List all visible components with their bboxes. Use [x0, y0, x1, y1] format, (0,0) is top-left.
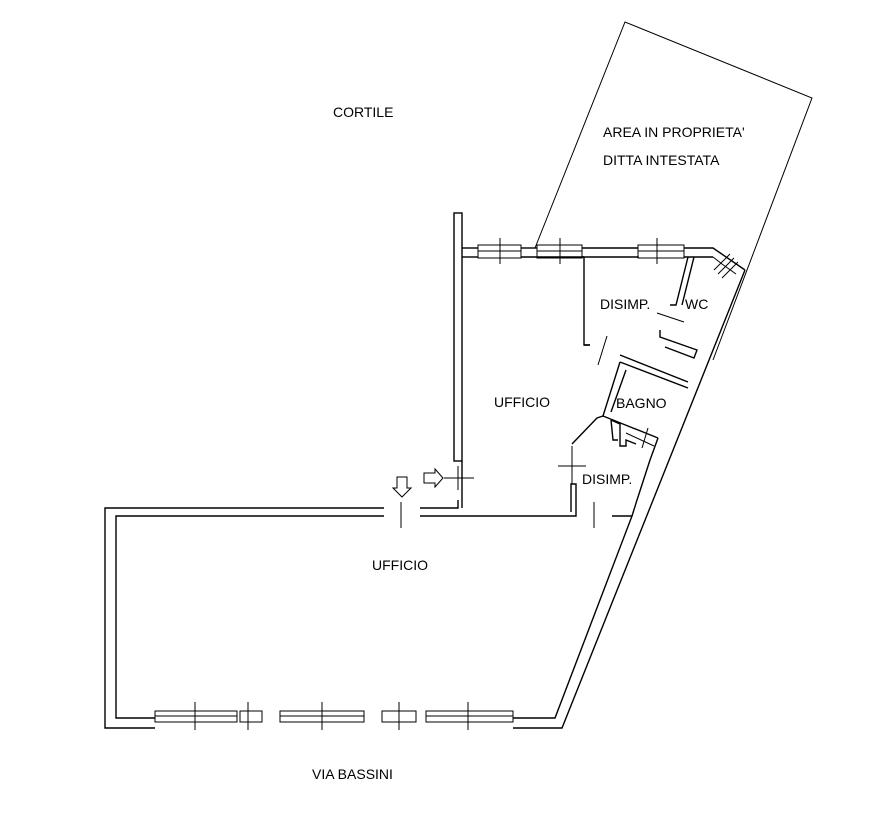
label-bagno: BAGNO	[616, 395, 667, 411]
label-disimp-lower: DISIMP.	[582, 471, 632, 487]
label-area-line1: AREA IN PROPRIETA'	[603, 124, 745, 140]
top-wall	[477, 238, 746, 279]
label-ufficio-upper: UFFICIO	[494, 394, 550, 410]
upper-office-walls	[444, 212, 478, 508]
central-partition	[400, 483, 595, 528]
lower-office-walls	[104, 269, 746, 729]
label-street: VIA BASSINI	[312, 766, 393, 782]
entrance-arrow-down	[391, 476, 413, 498]
label-wc: WC	[685, 296, 708, 312]
label-disimp-upper: DISIMP.	[600, 296, 650, 312]
service-walls	[583, 256, 698, 389]
label-ufficio-lower: UFFICIO	[372, 557, 428, 573]
external-area-outline	[534, 21, 813, 361]
entrance-arrow-right	[423, 467, 444, 489]
label-cortile: CORTILE	[333, 104, 393, 120]
facade-windows	[154, 702, 514, 730]
label-area-line2: DITTA INTESTATA	[603, 152, 720, 168]
bathroom-walls	[558, 361, 659, 501]
